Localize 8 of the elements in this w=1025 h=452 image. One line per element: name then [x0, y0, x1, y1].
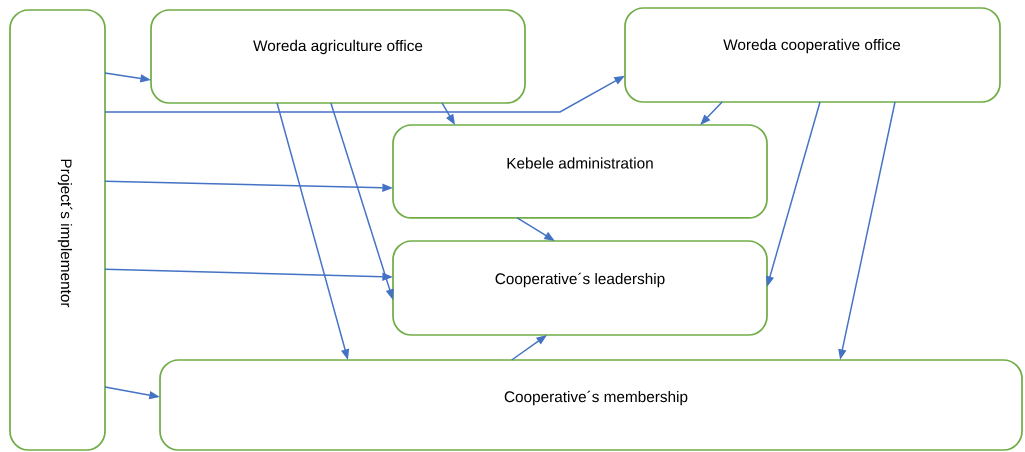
rounded-box: Project´s implementor: [9, 9, 106, 451]
arrow: [700, 101, 723, 125]
rounded-box: Woreda agriculture office: [150, 9, 526, 104]
rounded-box: Cooperative´s leadership: [392, 240, 768, 336]
rounded-box: Woreda cooperative office: [624, 7, 1001, 103]
rounded-box: Kebele administration: [392, 124, 768, 219]
arrow: [510, 335, 547, 361]
rounded-box: Cooperative´s membership: [159, 359, 1023, 451]
